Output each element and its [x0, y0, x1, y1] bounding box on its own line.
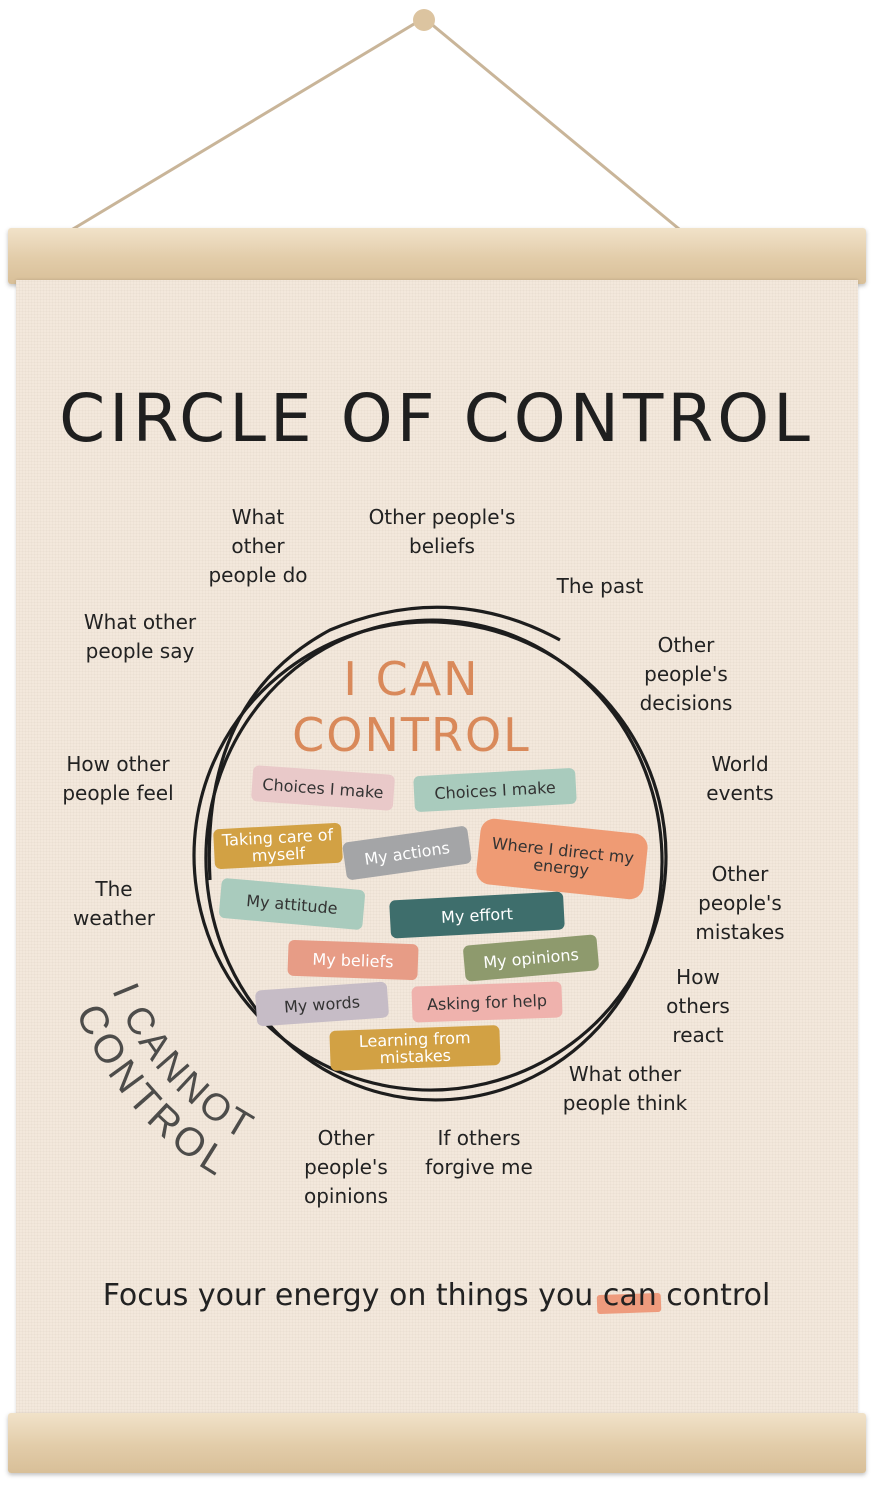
cannot-item: The weather [73, 877, 155, 930]
cannot-item: If others forgive me [425, 1126, 533, 1179]
cannot-item: The past [556, 574, 644, 598]
top-wooden-rail [8, 228, 866, 284]
cannot-item: Other people's opinions [303, 1126, 389, 1208]
cannot-item: Other people's decisions [639, 633, 733, 715]
poster-title: CIRCLE OF CONTROL [59, 380, 814, 457]
hanging-string [57, 9, 691, 240]
cannot-item: Other people's mistakes [695, 862, 785, 944]
cannot-item: How other people feel [62, 752, 174, 805]
cannot-item: What other people think [562, 1062, 688, 1115]
cannot-item: What other people say [83, 610, 197, 663]
footer-text-before: Focus your energy on things you [102, 1278, 603, 1313]
i-can-heading: I CAN [343, 652, 480, 706]
footer-text-after: control [656, 1278, 771, 1313]
control-heading: CONTROL [292, 708, 531, 762]
cannot-item: Other people's beliefs [368, 505, 516, 558]
bottom-wooden-rail [8, 1413, 866, 1473]
cannot-item: What other people do [208, 505, 308, 587]
cannot-item: World events [706, 752, 774, 805]
cannot-item: How others react [666, 965, 730, 1047]
footer-highlight: can [602, 1278, 657, 1313]
footer-tagline: Focus your energy on things you can cont… [0, 1278, 873, 1313]
